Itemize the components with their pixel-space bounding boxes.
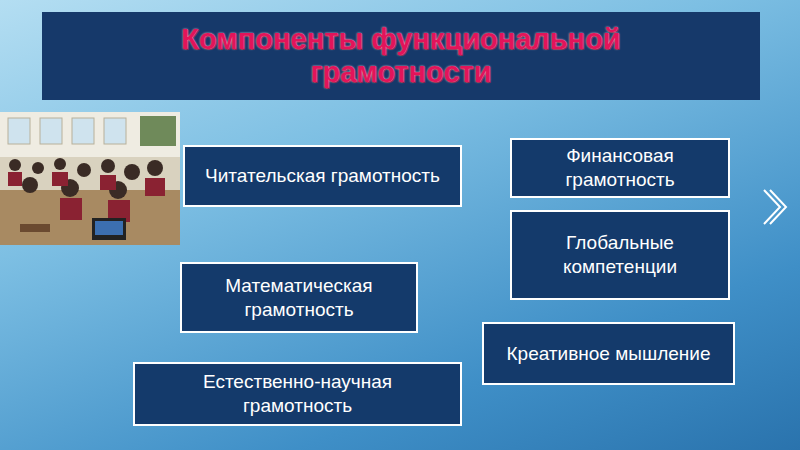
slide-title: Компоненты функциональной грамотности <box>121 23 681 89</box>
component-label: Математическая грамотность <box>194 274 404 322</box>
classroom-photo <box>0 112 180 245</box>
component-label: Читательская грамотность <box>205 164 440 188</box>
component-box: Финансовая грамотность <box>510 138 730 198</box>
chevron-mark <box>764 190 780 224</box>
component-box: Креативное мышление <box>482 322 735 385</box>
component-box: Глобальные компетенции <box>510 210 730 300</box>
component-label: Креативное мышление <box>507 342 711 366</box>
component-label: Естественно-научная грамотность <box>147 370 448 418</box>
title-bar: Компоненты функциональной грамотности <box>42 12 760 100</box>
component-box: Читательская грамотность <box>183 145 462 207</box>
chevron-mark <box>770 190 786 224</box>
component-label: Финансовая грамотность <box>524 144 716 192</box>
component-label: Глобальные компетенции <box>524 231 716 279</box>
component-box: Естественно-научная грамотность <box>133 362 462 426</box>
component-box: Математическая грамотность <box>180 262 418 333</box>
